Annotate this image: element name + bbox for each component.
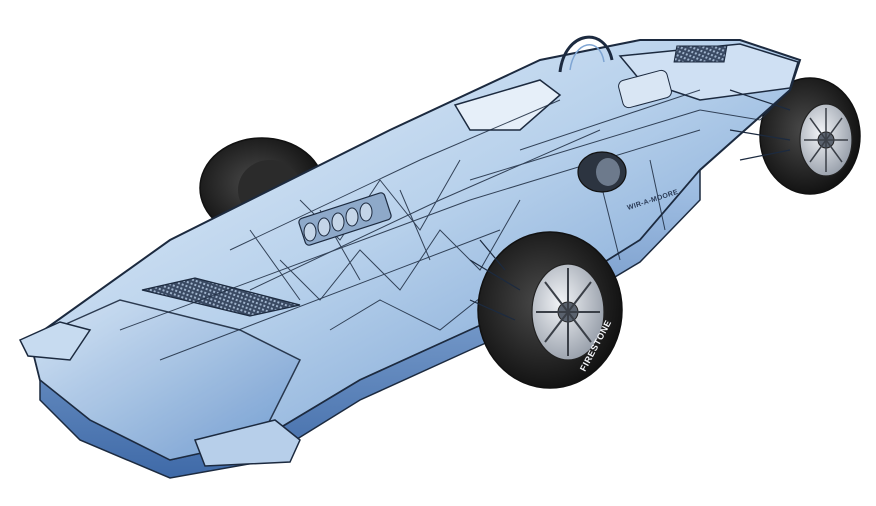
- car-body: [18, 35, 802, 479]
- chassis-frame: [119, 89, 791, 361]
- engine-detail: [298, 69, 672, 246]
- rear-right-tire: [759, 77, 861, 195]
- front-suspension: [469, 89, 791, 321]
- front-right-tire: FIRESTONE: [477, 231, 623, 389]
